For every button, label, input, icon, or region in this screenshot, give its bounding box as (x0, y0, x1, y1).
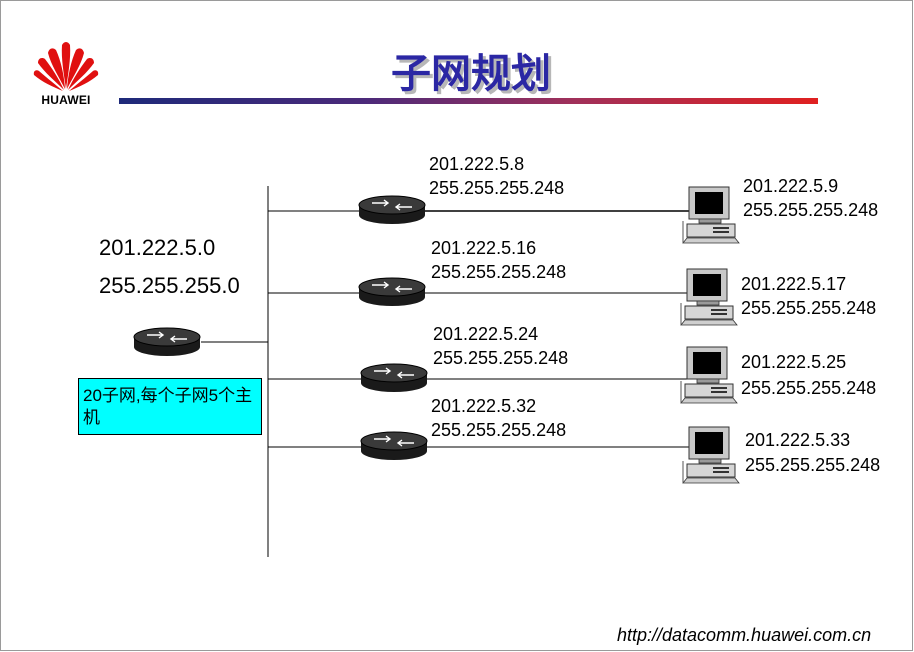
router-4-address: 201.222.5.32 (431, 396, 537, 416)
router-2-address: 201.222.5.16 (431, 238, 537, 258)
router-icon (358, 277, 426, 307)
host-2-mask: 255.255.255.248 (741, 298, 877, 318)
desktop-computer-icon (680, 346, 738, 404)
router-icon (360, 431, 428, 461)
desktop-computer-icon (680, 268, 738, 326)
router-1-address: 201.222.5.8 (429, 154, 525, 174)
router-icon (133, 327, 201, 357)
router-1-mask: 255.255.255.248 (429, 178, 565, 198)
host-4-mask: 255.255.255.248 (745, 455, 881, 475)
host-1-address: 201.222.5.9 (743, 176, 839, 196)
desktop-computer-icon (682, 186, 740, 244)
host-2-address: 201.222.5.17 (741, 274, 847, 294)
router-2-mask: 255.255.255.248 (431, 262, 567, 282)
huawei-petal-icon (33, 42, 99, 91)
network-address: 201.222.5.0 (99, 235, 216, 260)
router-icon (358, 195, 426, 225)
router-icon (360, 363, 428, 393)
page-title: 子网规划 (391, 51, 551, 97)
host-3-mask: 255.255.255.248 (741, 378, 877, 398)
host-3-address: 201.222.5.25 (741, 352, 847, 372)
footer-url: http://datacomm.huawei.com.cn (617, 625, 872, 645)
brand-name: HUAWEI (41, 93, 91, 107)
huawei-logo: HUAWEI (31, 35, 101, 111)
host-4-address: 201.222.5.33 (745, 430, 851, 450)
router-3-address: 201.222.5.24 (433, 324, 539, 344)
network-mask: 255.255.255.0 (99, 273, 240, 298)
title-underline (119, 98, 818, 104)
router-4-mask: 255.255.255.248 (431, 420, 567, 440)
router-3-mask: 255.255.255.248 (433, 348, 569, 368)
host-1-mask: 255.255.255.248 (743, 200, 879, 220)
subnet-note: 20子网,每个子网5个主机 (78, 378, 262, 435)
desktop-computer-icon (682, 426, 740, 484)
